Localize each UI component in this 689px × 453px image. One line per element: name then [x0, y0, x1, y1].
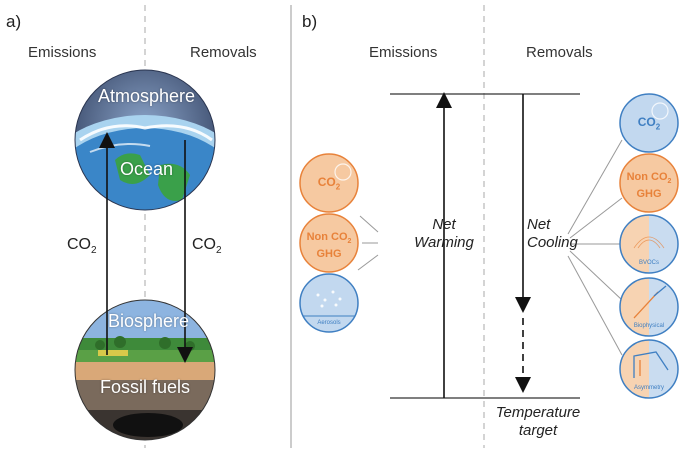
net-cooling-label: Net Cooling [527, 216, 578, 251]
fossil-fuels-label: Fossil fuels [100, 377, 191, 397]
left-co2-label: CO2 [317, 175, 341, 192]
right-nonco2-circle [619, 153, 679, 213]
panel-b-emissions-heading: Emissions [369, 44, 438, 61]
temperature-target-label: Temperature target [495, 404, 581, 439]
left-nonco2-label: Non CO2 GHG [306, 231, 352, 261]
right-asymmetry-label: Asymmetry [634, 385, 664, 391]
right-biophysical-label: Biophysical [633, 323, 665, 329]
right-bvocs-circle [619, 214, 679, 274]
left-aerosols-label: Aerosols [317, 320, 341, 326]
net-warming-label: Net Warming [414, 216, 474, 251]
right-co2-circle [619, 93, 679, 153]
biosphere-label: Biosphere [108, 311, 190, 331]
right-biophysical-circle [619, 277, 679, 337]
right-nonco2-label: Non CO2 GHG [626, 171, 672, 201]
panel-a-emissions-heading: Emissions [28, 44, 97, 61]
right-asymmetry-circle [619, 339, 679, 399]
co2-right-label: CO2 [192, 236, 222, 257]
panel-a-label: a) [6, 12, 22, 31]
panel-b-label: b) [302, 12, 318, 31]
right-co2-label: CO2 [637, 115, 661, 132]
left-nonco2-circle [299, 213, 359, 273]
atmosphere-label: Atmosphere [98, 86, 196, 106]
atmosphere-globe [75, 70, 215, 210]
left-co2-circle [299, 153, 359, 213]
panel-b-removals-heading: Removals [526, 44, 593, 61]
right-bvocs-label: BVOCs [638, 260, 659, 266]
left-aerosols-circle [299, 273, 359, 333]
ocean-label: Ocean [120, 159, 174, 179]
co2-left-label: CO2 [67, 236, 97, 257]
panel-a-removals-heading: Removals [190, 44, 257, 61]
